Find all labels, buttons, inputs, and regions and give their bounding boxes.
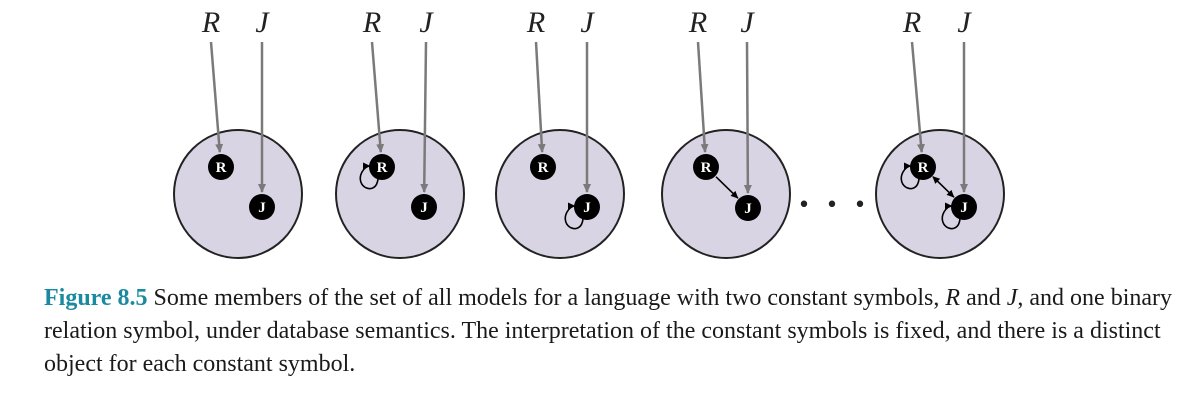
relation-edge — [715, 176, 739, 199]
domain-circle — [173, 129, 303, 259]
object-node-j — [951, 194, 977, 220]
object-node-r — [369, 154, 395, 180]
object-label-j: J — [583, 200, 591, 216]
symbol-j: J — [580, 6, 595, 39]
object-node-r — [910, 154, 936, 180]
object-node-j — [735, 195, 761, 221]
reference-arrow-r — [910, 41, 925, 154]
object-node-j — [249, 194, 275, 220]
object-label-j: J — [744, 201, 752, 217]
symbol-j: J — [740, 6, 755, 39]
figure-label: Figure 8.5 — [44, 285, 148, 311]
symbol-r: R — [688, 6, 707, 39]
caption-symbol-j: J — [1006, 285, 1018, 311]
ellipsis: • • • — [798, 193, 871, 218]
domain-circle — [495, 129, 625, 259]
model-3: R J R J — [495, 6, 625, 259]
symbol-j: J — [957, 6, 972, 39]
caption-symbol-r: R — [945, 285, 961, 311]
symbol-r: R — [902, 6, 921, 39]
reference-arrow-j — [420, 41, 429, 194]
object-label-j: J — [960, 200, 968, 216]
self-loop-j — [564, 202, 584, 230]
caption-text-3: , and one binary relation symbol, under … — [44, 285, 1173, 377]
domain-circle — [661, 129, 791, 259]
model-2: R J R J — [335, 6, 465, 259]
reference-arrow-r — [534, 41, 546, 154]
object-node-j — [411, 194, 437, 220]
object-label-r: R — [701, 160, 712, 176]
object-label-r: R — [918, 160, 929, 176]
symbol-j: J — [255, 6, 270, 39]
reference-arrow-r — [209, 41, 224, 154]
reference-arrow-r — [696, 41, 709, 154]
symbol-r: R — [526, 6, 545, 39]
object-node-r — [208, 154, 234, 180]
symbol-j: J — [419, 6, 434, 39]
object-label-j: J — [258, 200, 266, 216]
domain-circle — [335, 129, 465, 259]
self-loop-r — [900, 162, 920, 190]
object-label-r: R — [377, 160, 388, 176]
caption-text-2: and — [966, 285, 1001, 311]
reference-arrow-r — [370, 41, 385, 154]
domain-circle — [875, 129, 1005, 259]
model-1: R J R J — [173, 6, 303, 259]
self-loop-r — [359, 162, 379, 190]
caption-text-1: Some members of the set of all models fo… — [153, 285, 940, 311]
relation-edge — [932, 176, 955, 198]
object-label-j: J — [420, 200, 428, 216]
self-loop-j — [941, 202, 961, 230]
object-node-r — [693, 154, 719, 180]
symbol-r: R — [362, 6, 381, 39]
symbol-r: R — [201, 6, 220, 39]
object-label-r: R — [538, 160, 549, 176]
model-5: R J R J — [875, 6, 1005, 259]
reference-arrow-j — [743, 41, 752, 195]
object-node-j — [574, 194, 600, 220]
object-node-r — [530, 154, 556, 180]
object-label-r: R — [216, 160, 227, 176]
